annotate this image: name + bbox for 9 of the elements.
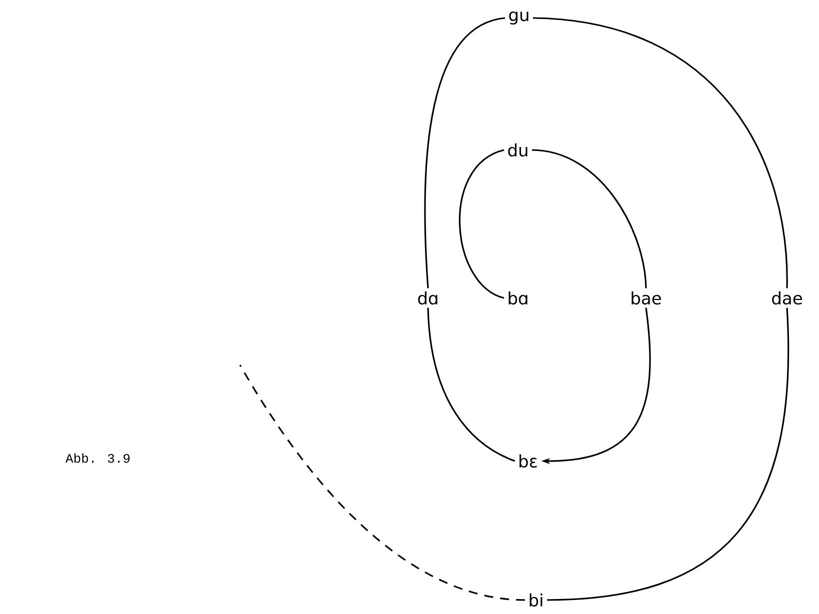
sound-label: du xyxy=(508,143,528,157)
sound-label: bɛ xyxy=(520,454,537,468)
figure-caption: Abb. 3.9 xyxy=(66,453,130,463)
sound-label: bi xyxy=(530,593,542,607)
sound-label: gu xyxy=(509,11,528,25)
sound-label: dɑ xyxy=(418,291,438,305)
sound-label: bae xyxy=(632,291,661,305)
sound-label: dae xyxy=(772,291,802,305)
sound-label: bɑ xyxy=(508,291,528,305)
